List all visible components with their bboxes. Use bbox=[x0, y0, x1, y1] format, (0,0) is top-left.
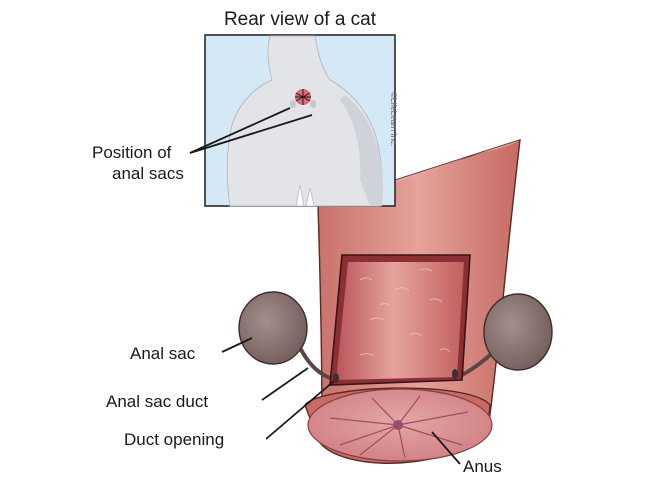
leader-anus bbox=[431, 431, 461, 465]
leader-anal-sac-duct bbox=[261, 367, 309, 401]
label-anal-sac-duct: Anal sac duct bbox=[106, 392, 209, 411]
label-duct-opening: Duct opening bbox=[124, 430, 225, 449]
label-anal-sac: Anal sac bbox=[130, 344, 196, 363]
cat-illustration bbox=[226, 35, 383, 207]
left-anal-sac bbox=[238, 291, 331, 380]
leader-duct-opening bbox=[265, 380, 335, 440]
right-anal-sac bbox=[461, 293, 553, 377]
rectal-wall-interior bbox=[329, 254, 471, 386]
leader-position-1 bbox=[189, 107, 291, 154]
label-anal-sacs: anal sacs bbox=[112, 164, 184, 183]
duct-openings bbox=[333, 369, 458, 383]
anus-marker-icon bbox=[295, 89, 311, 105]
rear-view-inset bbox=[204, 34, 396, 207]
leader-lines bbox=[189, 107, 461, 465]
label-anus: Anus bbox=[463, 457, 502, 476]
leader-anal-sac bbox=[221, 337, 253, 353]
label-position-of: Position of bbox=[92, 143, 172, 162]
copyright-notice: ©LifeLearn Inc. bbox=[389, 92, 398, 147]
anus bbox=[304, 387, 493, 464]
leader-position-2 bbox=[189, 114, 313, 154]
diagram-title: Rear view of a cat bbox=[223, 9, 377, 30]
